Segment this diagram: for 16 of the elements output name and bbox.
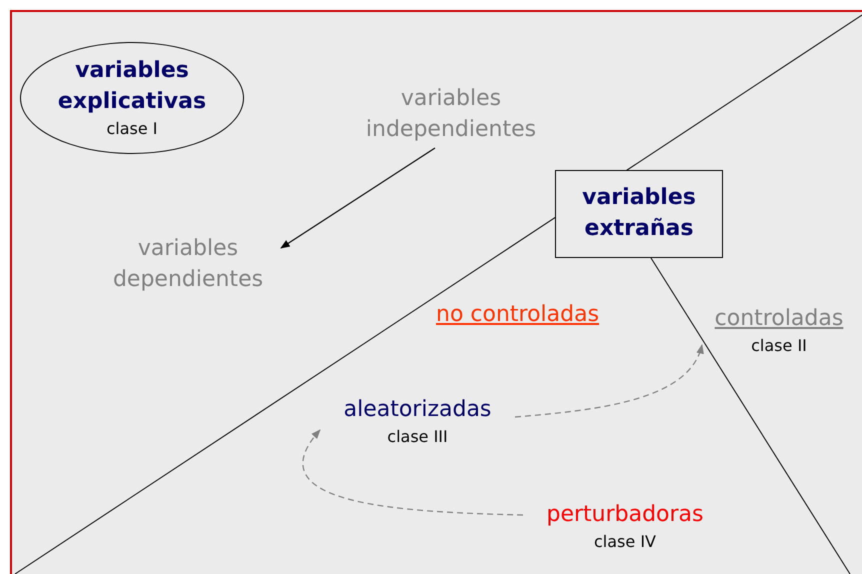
class-label: clase II <box>751 335 807 358</box>
term-label: variables dependientes <box>95 232 281 298</box>
term-box <box>555 170 723 258</box>
term-heading: variables explicativas <box>56 57 208 116</box>
category-label: no controladas <box>436 302 600 327</box>
category-label: aleatorizadas <box>344 396 492 424</box>
arrow <box>302 429 524 516</box>
class-label: clase III <box>387 426 448 448</box>
term-label: variables independientes <box>340 82 562 148</box>
class-label: clase I <box>106 118 158 140</box>
term-heading: variables extrañas <box>581 184 697 243</box>
category-label: perturbadoras <box>546 501 704 530</box>
arrow <box>514 344 703 418</box>
category-label: controladas <box>714 305 844 334</box>
class-label: clase IV <box>594 531 656 554</box>
arrow <box>280 148 436 249</box>
